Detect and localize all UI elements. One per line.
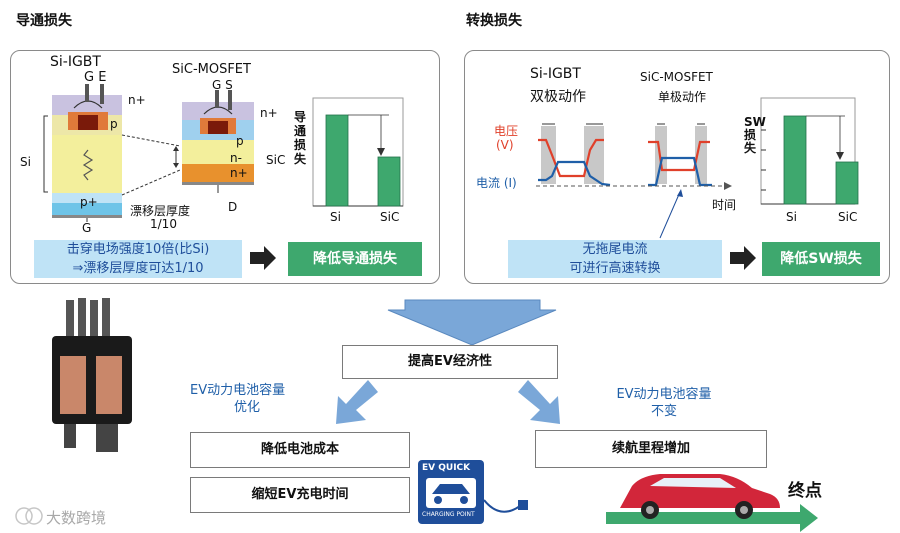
mosfet-p-label: p bbox=[236, 134, 244, 148]
si-side-label: Si bbox=[20, 155, 31, 169]
switching-loss-bar-chart bbox=[760, 97, 859, 205]
no-tail-current-note: 无拖尾电流 可进行高速转换 bbox=[508, 240, 722, 278]
current-label: 电流 (I) bbox=[476, 176, 517, 190]
bar-si-conduction bbox=[325, 114, 349, 207]
switching-waveform bbox=[536, 123, 732, 239]
mosfet-cross-section bbox=[182, 90, 254, 193]
bar-sic-conduction bbox=[377, 156, 401, 207]
left-section-title: 导通损失 bbox=[16, 13, 72, 29]
right-igbt-title: Si-IGBT bbox=[530, 66, 581, 82]
conduction-bar-cat-sic: SiC bbox=[380, 210, 400, 224]
charger-icon bbox=[418, 460, 528, 524]
breakdown-note-line1: 击穿电场强度10倍(比Si) bbox=[66, 242, 210, 257]
left-caption-line1: EV动力电池容量 bbox=[190, 383, 286, 398]
igbt-cross-section bbox=[52, 84, 122, 222]
right-capacity-caption: EV动力电池容量 不变 bbox=[594, 386, 734, 420]
mosfet-d-label: D bbox=[228, 200, 238, 214]
road bbox=[606, 512, 802, 524]
right-mosfet-title: SiC-MOSFET bbox=[640, 70, 713, 84]
igbt-ge-label: G E bbox=[84, 70, 107, 85]
charger-text-bottom: CHARGING POINT bbox=[422, 511, 475, 518]
conduction-bar-cat-si: Si bbox=[330, 210, 341, 224]
mosfet-nplus-sub-label: n+ bbox=[230, 166, 248, 180]
power-module-image bbox=[52, 298, 132, 452]
bar-sic-switching bbox=[835, 161, 859, 205]
mosfet-nplus-label: n+ bbox=[260, 106, 278, 120]
right-result-arrow bbox=[730, 246, 756, 270]
big-down-arrow bbox=[387, 299, 557, 346]
sw-result-box: 降低SW损失 bbox=[762, 242, 880, 276]
sw-bar-cat-si: Si bbox=[786, 210, 797, 224]
watermark-text: 大数跨境 bbox=[46, 509, 107, 527]
charge-time-box: 缩短EV充电时间 bbox=[190, 477, 410, 513]
mosfet-nminus-label: n- bbox=[230, 151, 242, 165]
breakdown-note-line2: ⇒漂移层厚度可达1/10 bbox=[72, 261, 204, 276]
charger-text-top: EV QUICK bbox=[422, 463, 471, 473]
ev-economy-box: 提高EV经济性 bbox=[342, 345, 558, 379]
left-diagonal-arrow bbox=[336, 380, 378, 424]
battery-cost-box: 降低电池成本 bbox=[190, 432, 410, 468]
sic-side-label: SiC bbox=[266, 153, 286, 167]
sw-bar-cat-sic: SiC bbox=[838, 210, 858, 224]
mosfet-title: SiC-MOSFET bbox=[172, 62, 251, 77]
right-mosfet-sub: 单极动作 bbox=[658, 90, 707, 104]
voltage-label: 电压 bbox=[494, 124, 519, 138]
drift-note-line1: 漂移层厚度 bbox=[130, 204, 191, 218]
igbt-p-label: p bbox=[110, 117, 118, 131]
left-capacity-caption: EV动力电池容量 优化 bbox=[190, 382, 330, 416]
breakdown-field-note: 击穿电场强度10倍(比Si) ⇒漂移层厚度可达1/10 bbox=[34, 240, 242, 278]
range-increase-box: 续航里程增加 bbox=[535, 430, 767, 468]
finish-label: 终点 bbox=[788, 481, 822, 501]
conduction-loss-bar-chart bbox=[312, 97, 404, 207]
time-axis-label: 时间 bbox=[712, 198, 737, 212]
right-caption-line2: 不变 bbox=[650, 404, 677, 419]
right-igbt-sub: 双极动作 bbox=[530, 89, 586, 105]
bar-si-switching bbox=[783, 115, 807, 205]
watermark-logo bbox=[15, 507, 43, 525]
mosfet-gs-label: G S bbox=[212, 78, 233, 92]
igbt-nplus-label: n+ bbox=[128, 93, 146, 107]
igbt-g-bottom-label: G bbox=[82, 221, 92, 235]
no-tail-note-line2: 可进行高速转换 bbox=[569, 261, 661, 276]
voltage-unit: (V) bbox=[496, 138, 514, 152]
drift-note-line2: 1/10 bbox=[150, 217, 177, 231]
red-car-icon bbox=[620, 474, 780, 519]
conduction-bar-ylabel: 导通损失 bbox=[294, 110, 307, 166]
conduction-result-box: 降低导通损失 bbox=[288, 242, 422, 276]
igbt-pplus-label: p+ bbox=[80, 195, 98, 209]
right-section-title: 转换损失 bbox=[466, 13, 522, 29]
igbt-title: Si-IGBT bbox=[50, 54, 101, 70]
left-caption-line2: 优化 bbox=[234, 400, 261, 415]
right-caption-line1: EV动力电池容量 bbox=[616, 387, 712, 402]
sw-bar-ylabel: SW损失 bbox=[744, 115, 766, 155]
left-result-arrow bbox=[250, 246, 276, 270]
right-diagonal-arrow bbox=[518, 380, 560, 424]
no-tail-note-line1: 无拖尾电流 bbox=[582, 242, 648, 257]
